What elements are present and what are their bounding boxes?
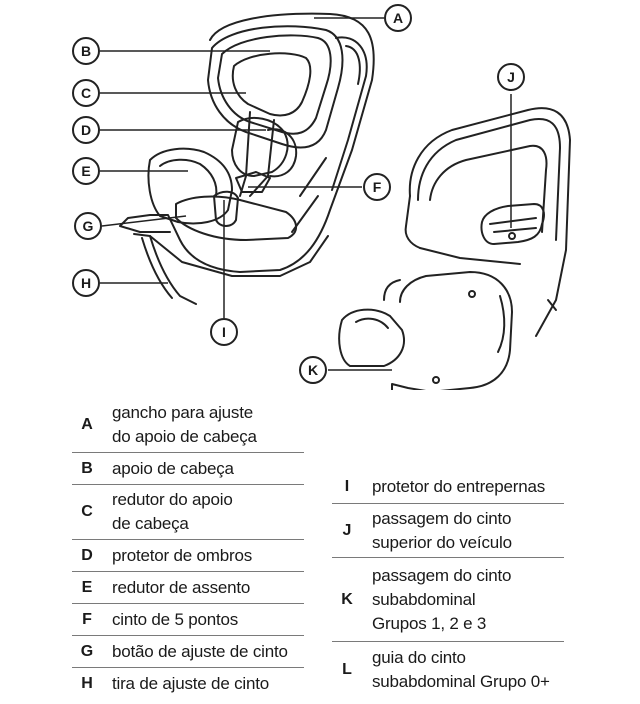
front-seat-illustration: [119, 12, 375, 305]
legend-row: J passagem do cinto superior do veículo: [332, 504, 564, 558]
callout-b: [72, 37, 100, 65]
legend-row: H tira de ajuste de cinto: [72, 668, 304, 700]
legend-letter: G: [80, 642, 94, 660]
car-seat-diagram: A B C D E F G H I J K L: [72, 4, 571, 390]
callout-d: [72, 116, 100, 144]
legend-row: B apoio de cabeça: [72, 453, 304, 485]
legend-letter: L: [342, 661, 352, 678]
callout-i-label: I: [222, 324, 226, 340]
legend-row: A gancho para ajuste do apoio de cabeça: [72, 398, 304, 453]
legend-description: gancho para ajuste do apoio de cabeça: [112, 403, 257, 446]
legend-description: tira de ajuste de cinto: [112, 674, 269, 693]
callout-a-label: A: [393, 10, 403, 26]
legend-letter: A: [81, 416, 93, 433]
legend-row: G botão de ajuste de cinto: [72, 636, 304, 668]
callout-f-label: F: [373, 179, 382, 195]
legend-description: protetor do entrepernas: [372, 476, 546, 496]
legend-description: guia do cinto subabdominal Grupo 0+: [372, 648, 550, 691]
legend-letter: C: [81, 503, 93, 520]
callout-j: [497, 63, 525, 91]
legend-row: D protetor de ombros: [72, 540, 304, 572]
callout-h-label: H: [81, 275, 91, 291]
callout-k: [299, 356, 327, 384]
legend-letter: J: [342, 521, 352, 539]
callout-g: [74, 212, 102, 240]
legend-row: I protetor do entrepernas: [332, 470, 564, 504]
callout-a: [384, 4, 412, 32]
legend-letter: E: [81, 578, 93, 596]
callout-c: [72, 79, 100, 107]
legend-description: redutor de assento: [112, 577, 251, 597]
legend-row: C redutor do apoio de cabeça: [72, 485, 304, 540]
callout-k-label: K: [308, 362, 318, 378]
callout-e: [72, 157, 100, 185]
callout-b-label: B: [81, 43, 91, 59]
legend-letter: K: [341, 590, 353, 608]
callout-d-label: D: [81, 122, 91, 138]
callout-f: [363, 173, 391, 201]
callout-g-label: G: [83, 218, 94, 234]
legend-description: apoio de cabeça: [112, 458, 234, 478]
legend-description: botão de ajuste de cinto: [112, 641, 288, 661]
legend-description: passagem do cinto superior do veículo: [372, 508, 512, 552]
callout-c-label: C: [81, 85, 91, 101]
rear-seat-illustration: [338, 107, 571, 390]
legend-letter: H: [81, 675, 93, 692]
legend-description: cinto de 5 pontos: [112, 609, 239, 629]
legend-letter: I: [344, 477, 350, 495]
callout-e-label: E: [81, 163, 90, 179]
legend-letter: F: [82, 610, 92, 628]
legend-table-right: I protetor do entrepernas J passagem do …: [332, 470, 564, 698]
callout-j-label: J: [507, 69, 515, 85]
legend-row: F cinto de 5 pontos: [72, 604, 304, 636]
legend-table-left: A gancho para ajuste do apoio de cabeça …: [72, 398, 304, 700]
legend-row: L guia do cinto subabdominal Grupo 0+: [332, 642, 564, 698]
legend-row: K passagem do cinto subabdominal Grupos …: [332, 558, 564, 642]
legend-letter: B: [81, 459, 93, 477]
legend-row: E redutor de assento: [72, 572, 304, 604]
legend-letter: D: [81, 546, 93, 564]
callout-i: [210, 318, 238, 346]
legend-description: passagem do cinto subabdominal Grupos 1,…: [372, 565, 512, 633]
legend-description: protetor de ombros: [112, 545, 253, 565]
legend-description: redutor do apoio de cabeça: [112, 490, 233, 533]
callout-h: [72, 269, 100, 297]
